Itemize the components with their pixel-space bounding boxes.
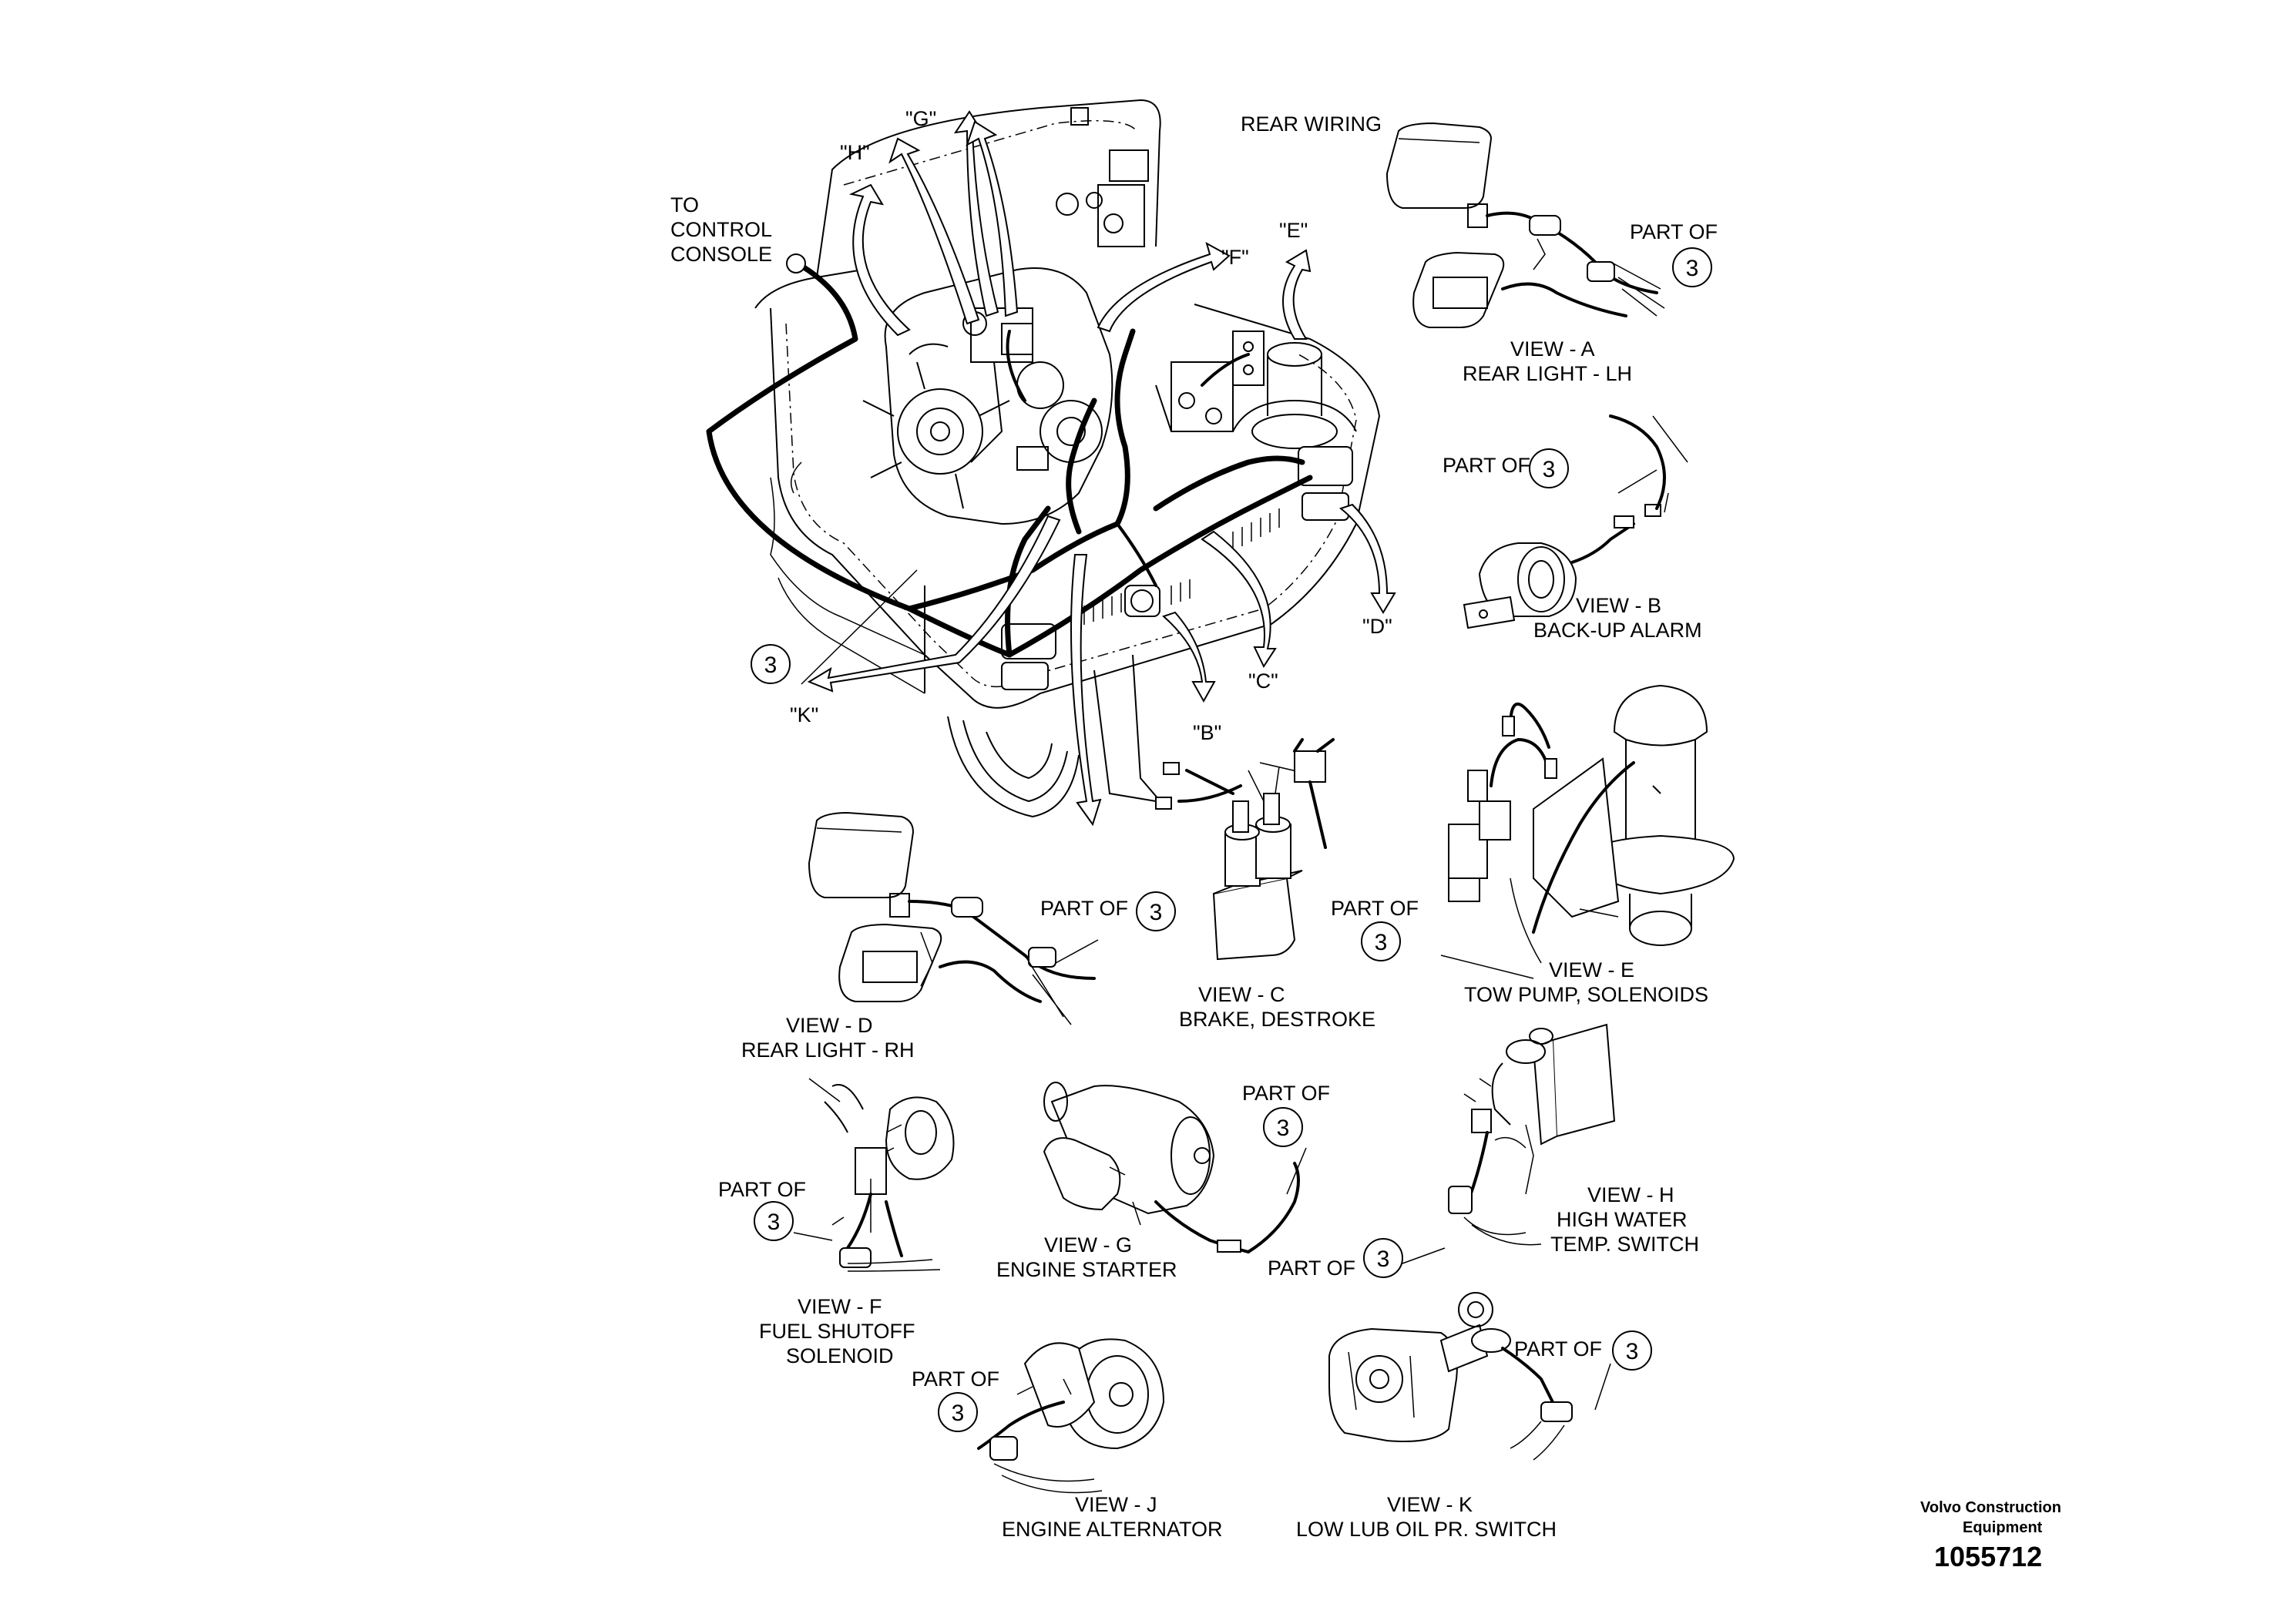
part-of-label-d: PART OF xyxy=(1040,897,1128,920)
view-d-rear-light-rh xyxy=(808,811,1096,1025)
svg-text:3: 3 xyxy=(952,1401,965,1426)
part-of-label-f: PART OF xyxy=(718,1178,806,1201)
svg-text:3: 3 xyxy=(1626,1339,1639,1364)
view-j-engine-alternator xyxy=(977,1338,1165,1494)
view-b-backup-alarm xyxy=(1463,414,1688,629)
arrow-to-d xyxy=(1338,503,1396,614)
leader-lines xyxy=(793,261,1661,1414)
callout-view-k: 3 xyxy=(1612,1330,1652,1371)
view-a-subtitle: REAR LIGHT - LH xyxy=(1463,362,1632,385)
part-of-label-k: PART OF xyxy=(1514,1337,1602,1361)
grille-slots xyxy=(1074,508,1280,628)
arrow-to-f xyxy=(1097,241,1231,333)
svg-text:3: 3 xyxy=(1277,1116,1290,1141)
view-callout-arrows xyxy=(807,110,1396,827)
label-rear-wiring: REAR WIRING xyxy=(1241,112,1382,136)
callout-view-a: 3 xyxy=(1672,247,1712,287)
view-e-subtitle: TOW PUMP, SOLENOIDS xyxy=(1464,983,1708,1006)
view-k-low-lub-oil xyxy=(1328,1292,1573,1461)
arrow-to-k xyxy=(807,515,1061,693)
view-k-subtitle: LOW LUB OIL PR. SWITCH xyxy=(1296,1518,1557,1541)
view-d-subtitle: REAR LIGHT - RH xyxy=(741,1038,915,1062)
callout-view-e: 3 xyxy=(1361,921,1401,961)
ref-c: "C" xyxy=(1248,669,1278,693)
part-of-label-e: PART OF xyxy=(1331,897,1419,920)
arrow-to-c xyxy=(1201,530,1277,669)
view-h-high-water-temp xyxy=(1448,1023,1616,1246)
part-of-label-h: PART OF xyxy=(1268,1257,1355,1280)
ref-b: "B" xyxy=(1193,721,1221,744)
callout-view-d: 3 xyxy=(1136,891,1176,931)
callout-view-b: 3 xyxy=(1529,448,1569,488)
brand-line-2: Equipment xyxy=(1963,1519,2043,1536)
view-j-title: VIEW - J xyxy=(1075,1493,1157,1516)
arrow-to-d-lower xyxy=(1070,554,1102,827)
view-c-title: VIEW - C xyxy=(1198,983,1285,1006)
view-c-brake-destroke xyxy=(1155,738,1335,961)
view-g-engine-starter xyxy=(1043,1082,1300,1253)
arrow-to-e xyxy=(1282,249,1312,340)
wheel-hub xyxy=(947,716,1080,818)
svg-text:3: 3 xyxy=(1543,457,1556,482)
svg-text:3: 3 xyxy=(1377,1247,1390,1272)
part-of-label-j: PART OF xyxy=(912,1367,999,1391)
view-h-subtitle-1: HIGH WATER xyxy=(1557,1208,1688,1231)
view-k-title: VIEW - K xyxy=(1387,1493,1473,1516)
view-j-subtitle: ENGINE ALTERNATOR xyxy=(1002,1518,1223,1541)
label-to-control-console-1: TO xyxy=(670,193,699,216)
view-f-subtitle-2: SOLENOID xyxy=(786,1344,894,1367)
view-c-subtitle: BRAKE, DESTROKE xyxy=(1179,1008,1375,1031)
ref-e: "E" xyxy=(1279,219,1308,242)
arrow-to-g-2 xyxy=(966,120,1019,317)
ref-g: "G" xyxy=(905,107,936,130)
ref-k: "K" xyxy=(790,703,818,726)
part-of-label-a: PART OF xyxy=(1630,220,1718,243)
callout-view-h: 3 xyxy=(1363,1238,1403,1278)
machine-frame xyxy=(754,99,1381,818)
callout-view-g: 3 xyxy=(1263,1107,1303,1147)
view-b-subtitle: BACK-UP ALARM xyxy=(1533,619,1702,642)
text-labels: TO CONTROL CONSOLE REAR WIRING "G" "H" "… xyxy=(670,107,2061,1572)
brand-line-1: Volvo Construction xyxy=(1920,1499,2061,1516)
callout-view-f: 3 xyxy=(754,1201,794,1241)
item-callouts: 3 3 3 3 3 3 3 3 xyxy=(751,247,1712,1432)
svg-text:3: 3 xyxy=(1150,900,1163,925)
view-b-title: VIEW - B xyxy=(1576,594,1661,617)
view-d-title: VIEW - D xyxy=(786,1014,873,1037)
view-g-title: VIEW - G xyxy=(1044,1233,1132,1257)
part-of-label-g: PART OF xyxy=(1242,1082,1330,1105)
arrow-to-b xyxy=(1162,611,1216,703)
view-e-title: VIEW - E xyxy=(1549,958,1634,981)
ref-f: "F" xyxy=(1221,246,1249,269)
view-h-subtitle-2: TEMP. SWITCH xyxy=(1550,1233,1699,1256)
view-e-tow-pump-solenoids xyxy=(1448,684,1735,964)
main-harness xyxy=(706,253,1313,658)
view-f-title: VIEW - F xyxy=(798,1295,882,1318)
callout-view-j: 3 xyxy=(938,1392,978,1432)
tow-pump-assembly xyxy=(1155,331,1357,449)
view-h-title: VIEW - H xyxy=(1587,1183,1674,1206)
drawing-number: 1055712 xyxy=(1934,1541,2042,1572)
label-to-control-console-3: CONSOLE xyxy=(670,243,772,266)
arrow-to-h xyxy=(888,137,980,325)
view-f-fuel-shutoff xyxy=(808,1078,955,1272)
view-a-rear-light-lh xyxy=(1385,122,1665,328)
ref-d: "D" xyxy=(1362,615,1392,638)
label-to-control-console-2: CONTROL xyxy=(670,218,772,241)
arrow-to-h-left xyxy=(848,183,911,337)
callout-main: 3 xyxy=(751,644,791,684)
svg-text:3: 3 xyxy=(1375,930,1388,955)
view-f-subtitle-1: FUEL SHUTOFF xyxy=(759,1320,915,1343)
view-a-title: VIEW - A xyxy=(1510,337,1595,361)
part-of-label-b: PART OF xyxy=(1443,454,1530,477)
svg-text:3: 3 xyxy=(764,653,778,678)
ref-h: "H" xyxy=(840,141,870,164)
svg-text:3: 3 xyxy=(1686,256,1699,281)
view-g-subtitle: ENGINE STARTER xyxy=(996,1258,1177,1281)
svg-text:3: 3 xyxy=(767,1210,781,1235)
